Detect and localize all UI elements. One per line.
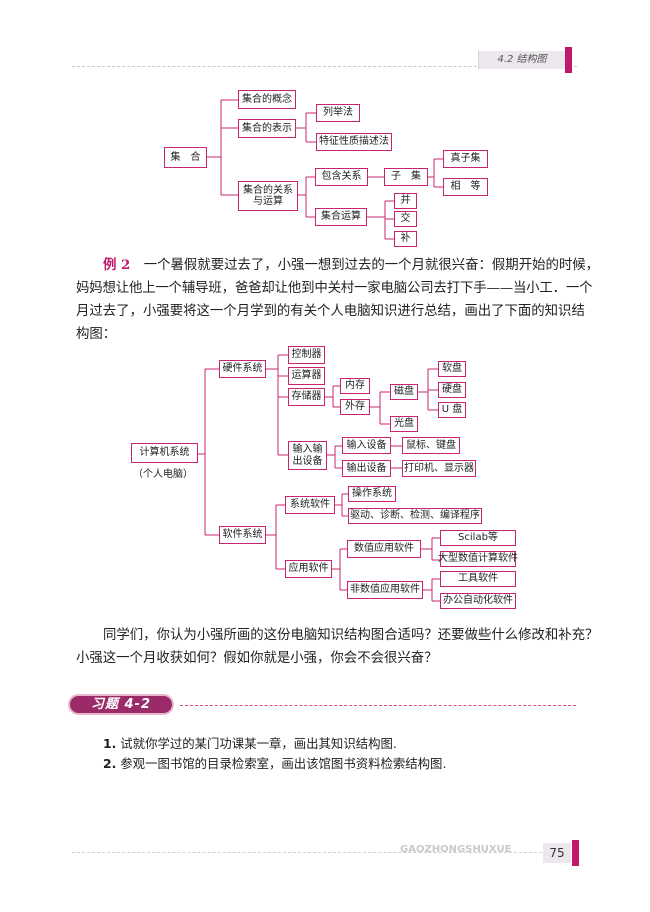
- header-accent-bar: [565, 47, 572, 73]
- header-rule: [72, 66, 577, 68]
- node-enumeration: 列举法: [316, 104, 360, 122]
- footer-brand: GAOZHONGSHUXUE: [400, 844, 512, 855]
- footer-accent-bar: [572, 840, 579, 866]
- node-io-label: 输入输 出设备: [292, 444, 323, 467]
- node-app-software: 应用软件: [285, 560, 332, 578]
- node-tool-software: 工具软件: [440, 571, 516, 587]
- node-output-items: 打印机、显示器: [402, 460, 476, 477]
- node-software: 软件系统: [219, 526, 266, 544]
- node-hard-disk: 硬盘: [438, 382, 466, 398]
- node-numeric-app: 数值应用软件: [347, 540, 421, 558]
- example-line-3: 月过去了，小强要将这一个月学到的有关个人电脑知识进行总结，画出了下面的知识结: [76, 304, 585, 319]
- node-set-root: 集 合: [164, 147, 207, 168]
- node-magnetic-disk: 磁盘: [390, 384, 418, 400]
- node-intersection: 交: [394, 211, 417, 227]
- node-set-representation: 集合的表示: [238, 119, 296, 138]
- exercise-text-1: 试就你学过的某门功课某一章，画出其知识结构图.: [120, 736, 397, 751]
- node-optical: 光盘: [390, 416, 418, 432]
- node-equal: 相 等: [443, 178, 488, 196]
- example-line-2: 妈妈想让他上一个辅导班，爸爸却让他到中关村一家电脑公司去打下手——当小工．一个: [76, 281, 593, 296]
- node-alu: 运算器: [288, 367, 325, 385]
- page-number: 75: [543, 843, 571, 863]
- question-line-1: 同学们，你认为小强所画的这份电脑知识结构图合适吗？还要做些什么修改和补充？: [103, 628, 599, 643]
- question-line-2: 小强这一个月收获如何？假如你就是小强，你会不会很兴奋？: [76, 651, 438, 666]
- node-floppy: 软盘: [438, 361, 466, 377]
- node-set-concept: 集合的概念: [238, 90, 296, 109]
- example-text-1: 一个暑假就要过去了，小强一想到过去的一个月就很兴奋：假期开始的时候，: [143, 258, 600, 273]
- node-system-software: 系统软件: [285, 496, 335, 514]
- node-external: 外存: [340, 399, 370, 415]
- node-large-numeric: 大型数值计算软件: [438, 551, 518, 567]
- node-set-relation-label: 集合的关系 与运算: [243, 184, 293, 208]
- node-computer-system: 计算机系统: [131, 443, 198, 463]
- node-operation: 集合运算: [315, 208, 367, 226]
- node-scilab: Scilab等: [440, 530, 516, 546]
- exercise-badge: 习题 4-2: [68, 694, 174, 715]
- node-computer-system-sub: （个人电脑）: [133, 469, 193, 480]
- exercise-divider: [180, 705, 576, 706]
- node-u-disk: U 盘: [438, 402, 466, 418]
- node-drivers: 驱动、诊断、检测、编译程序: [348, 508, 482, 524]
- node-subset: 子 集: [384, 168, 428, 186]
- node-inclusion: 包含关系: [315, 168, 368, 186]
- node-set-relation: 集合的关系 与运算: [238, 181, 298, 211]
- exercise-num-2: 2.: [103, 756, 117, 771]
- node-proper-subset: 真子集: [443, 150, 488, 168]
- node-hardware: 硬件系统: [219, 360, 266, 378]
- exercise-item-2: 2. 参观一图书馆的目录检索室，画出该馆图书资料检索结构图.: [103, 754, 446, 772]
- exercise-item-1: 1. 试就你学过的某门功课某一章，画出其知识结构图.: [103, 734, 397, 752]
- node-os: 操作系统: [348, 486, 396, 502]
- example-line-1: 例 2 一个暑假就要过去了，小强一想到过去的一个月就很兴奋：假期开始的时候，: [103, 254, 599, 277]
- example-line-4: 构图：: [76, 327, 117, 342]
- node-controller: 控制器: [288, 346, 325, 364]
- footer-rule: [72, 852, 542, 853]
- node-storage: 存储器: [288, 388, 325, 406]
- node-nonnumeric-app: 非数值应用软件: [347, 581, 423, 599]
- example-label: 例 2: [103, 257, 131, 273]
- node-io: 输入输 出设备: [288, 441, 327, 470]
- node-union: 并: [394, 193, 417, 209]
- node-input: 输入设备: [342, 437, 391, 454]
- exercise-text-2: 参观一图书馆的目录检索室，画出该馆图书资料检索结构图.: [120, 756, 447, 771]
- node-office: 办公自动化软件: [440, 593, 516, 609]
- section-header: 4.2 结构图: [478, 51, 565, 69]
- node-output: 输出设备: [342, 460, 391, 477]
- node-memory: 内存: [340, 378, 370, 394]
- node-description: 特征性质描述法: [316, 133, 392, 151]
- node-complement: 补: [394, 231, 417, 247]
- exercise-num-1: 1.: [103, 736, 117, 751]
- node-input-items: 鼠标、键盘: [402, 437, 460, 454]
